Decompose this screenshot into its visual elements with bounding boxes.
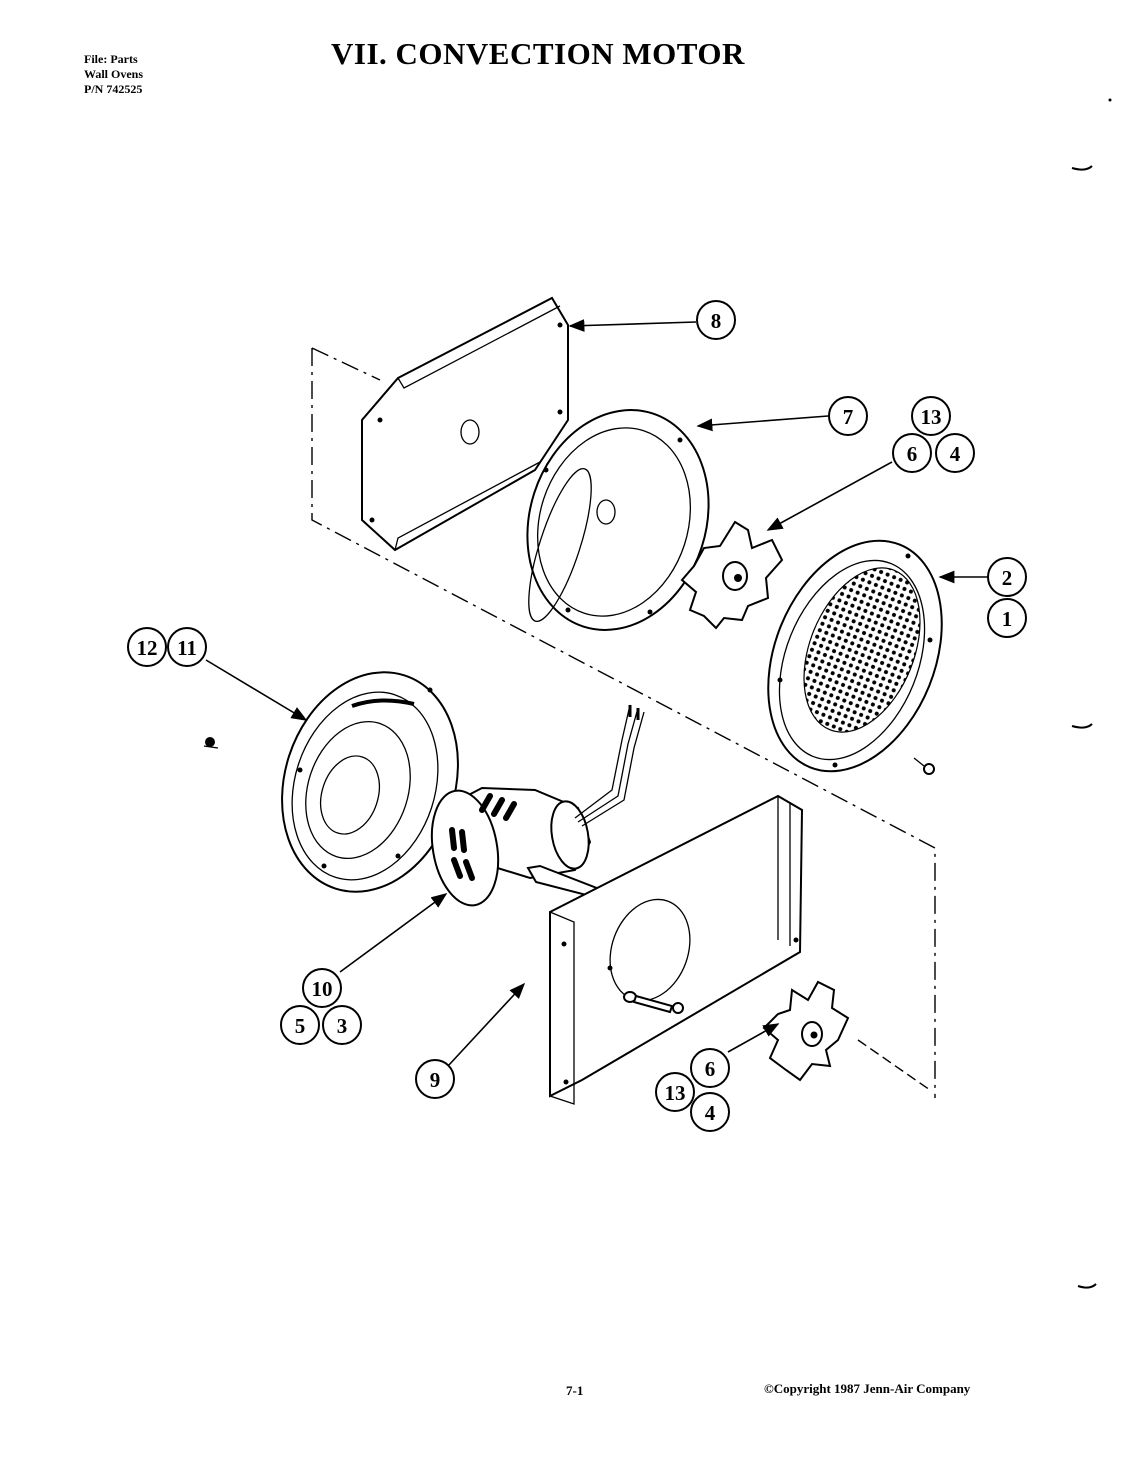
leader-12-11 bbox=[205, 659, 308, 721]
callout-6-upper: 6 bbox=[892, 433, 932, 473]
svg-text:13: 13 bbox=[921, 405, 942, 429]
leader-7 bbox=[696, 415, 829, 432]
page-title: VII. CONVECTION MOTOR bbox=[331, 36, 745, 71]
callout-13-upper: 13 bbox=[911, 396, 951, 436]
callout-13-lower: 13 bbox=[655, 1072, 695, 1112]
svg-text:13: 13 bbox=[665, 1081, 686, 1105]
svg-text:7: 7 bbox=[843, 405, 854, 429]
callout-7: 7 bbox=[828, 396, 868, 436]
svg-text:5: 5 bbox=[295, 1014, 306, 1038]
callout-8: 8 bbox=[696, 300, 736, 340]
svg-text:1: 1 bbox=[1002, 607, 1013, 631]
scan-marks bbox=[1071, 165, 1097, 1289]
shaft-alignment-line bbox=[857, 1039, 931, 1091]
upper-fan-blade-part bbox=[680, 520, 784, 630]
leader-10 bbox=[339, 893, 448, 973]
callout-9: 9 bbox=[415, 1059, 455, 1099]
svg-text:12: 12 bbox=[137, 636, 158, 660]
svg-text:6: 6 bbox=[705, 1057, 716, 1081]
leader-6-lower bbox=[727, 1023, 780, 1053]
page-number: 7-1 bbox=[566, 1383, 584, 1398]
file-info: File: Parts Wall Ovens P/N 742525 bbox=[84, 52, 143, 97]
callout-1: 1 bbox=[987, 598, 1027, 638]
svg-text:9: 9 bbox=[430, 1068, 441, 1092]
file-line-2: Wall Ovens bbox=[84, 67, 144, 81]
front-grille-part bbox=[767, 539, 943, 773]
leader-8 bbox=[568, 319, 697, 332]
callout-5: 5 bbox=[280, 1005, 320, 1045]
leader-9 bbox=[447, 982, 526, 1067]
bracket-bolt bbox=[623, 991, 684, 1014]
callout-2: 2 bbox=[987, 557, 1027, 597]
callout-10: 10 bbox=[302, 968, 342, 1008]
svg-text:10: 10 bbox=[312, 977, 333, 1001]
leader-6-upper bbox=[766, 461, 893, 531]
convection-motor-part bbox=[430, 704, 645, 907]
svg-text:3: 3 bbox=[337, 1014, 348, 1038]
mounting-plane-outline bbox=[311, 347, 936, 1098]
file-line-1: File: Parts bbox=[84, 52, 138, 66]
callout-6-lower: 6 bbox=[690, 1048, 730, 1088]
svg-text:8: 8 bbox=[711, 309, 722, 333]
callout-11: 11 bbox=[167, 627, 207, 667]
callout-3: 3 bbox=[322, 1005, 362, 1045]
rear-panel-part bbox=[361, 296, 569, 552]
file-line-3: P/N 742525 bbox=[84, 82, 143, 96]
svg-text:4: 4 bbox=[705, 1101, 716, 1125]
lower-fan-blade-part bbox=[762, 980, 850, 1082]
scan-dot bbox=[1108, 98, 1112, 102]
svg-text:2: 2 bbox=[1002, 566, 1013, 590]
svg-text:4: 4 bbox=[950, 442, 961, 466]
svg-text:11: 11 bbox=[177, 636, 197, 660]
callout-4-lower: 4 bbox=[690, 1092, 730, 1132]
grille-screw bbox=[913, 757, 935, 775]
callout-12: 12 bbox=[127, 627, 167, 667]
housing-screw bbox=[203, 737, 219, 749]
gasket-ring-part bbox=[526, 409, 710, 631]
svg-text:6: 6 bbox=[907, 442, 918, 466]
callout-4-upper: 4 bbox=[935, 433, 975, 473]
copyright-notice: ©Copyright 1987 Jenn-Air Company bbox=[764, 1381, 971, 1396]
